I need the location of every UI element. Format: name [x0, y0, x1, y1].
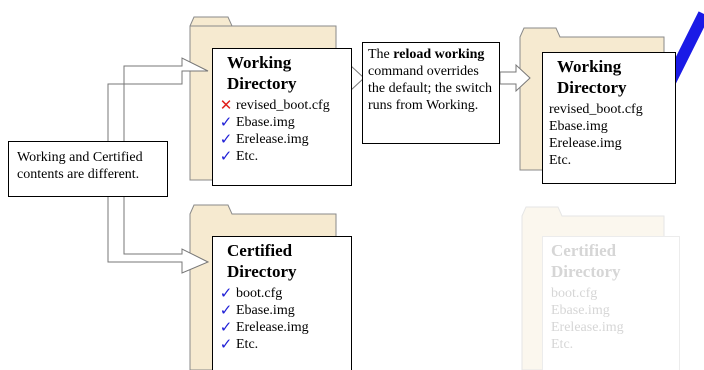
working-title-line1: Working [227, 53, 292, 72]
faded-title-line1: Certified [551, 241, 617, 260]
faded-title-line2: Directory [551, 262, 621, 281]
result-working-box: Working Directory revised_boot.cfg Ebase… [542, 52, 676, 184]
left-note-line2: contents are different. [17, 167, 140, 182]
check-icon: ✓ [219, 130, 233, 148]
check-icon: ✓ [219, 318, 233, 336]
certified-item: ✓ Etc. [219, 336, 345, 353]
check-icon: ✓ [219, 147, 233, 165]
certified-directory-box: Certified Directory ✓ boot.cfg ✓ Ebase.i… [212, 236, 352, 370]
working-item: ✓ Erelease.img [219, 131, 345, 148]
check-icon: ✓ [219, 301, 233, 319]
certified-item: ✓ boot.cfg [219, 285, 345, 302]
result-item: Erelease.img [549, 136, 622, 151]
reload-note-prefix: The [368, 47, 394, 62]
result-title-line1: Working [557, 57, 622, 76]
result-item: revised_boot.cfg [549, 102, 643, 117]
faded-item: Erelease.img [551, 320, 624, 335]
cross-icon: ✕ [219, 96, 233, 114]
faded-item: Ebase.img [551, 303, 610, 318]
branch-arrow-down [107, 195, 210, 274]
certified-item-label: Ebase.img [236, 303, 295, 318]
working-item: ✕ revised_boot.cfg [219, 97, 345, 114]
check-icon: ✓ [219, 284, 233, 302]
left-note-line1: Working and Certified [17, 150, 143, 165]
working-item-label: revised_boot.cfg [236, 98, 330, 113]
working-item: ✓ Ebase.img [219, 114, 345, 131]
certified-item: ✓ Erelease.img [219, 319, 345, 336]
working-item-label: Ebase.img [236, 115, 295, 130]
result-title-line2: Directory [557, 78, 627, 97]
result-item: Etc. [549, 153, 572, 168]
faded-certified-box: Certified Directory boot.cfg Ebase.img E… [542, 236, 680, 370]
check-icon: ✓ [219, 113, 233, 131]
faded-item: boot.cfg [551, 286, 598, 301]
working-title-line2: Directory [227, 74, 297, 93]
reload-note-command: reload working [393, 47, 485, 62]
reload-note: The reload working command overrides the… [362, 42, 500, 144]
working-item-label: Etc. [236, 149, 259, 164]
reload-note-rest: command overrides the default; the switc… [368, 64, 493, 113]
check-icon: ✓ [219, 335, 233, 353]
working-item-label: Erelease.img [236, 132, 309, 147]
working-directory-box: Working Directory ✕ revised_boot.cfg ✓ E… [212, 48, 352, 186]
arrow-to-result [499, 63, 531, 93]
certified-item-label: Etc. [236, 337, 259, 352]
branch-arrow-up [107, 57, 209, 143]
working-item: ✓ Etc. [219, 148, 345, 165]
certified-item-label: boot.cfg [236, 286, 283, 301]
result-item: Ebase.img [549, 119, 608, 134]
certified-title-line1: Certified [227, 241, 293, 260]
left-note: Working and Certified contents are diffe… [8, 141, 168, 197]
certified-item-label: Erelease.img [236, 320, 309, 335]
faded-item: Etc. [551, 337, 574, 352]
certified-title-line2: Directory [227, 262, 297, 281]
certified-item: ✓ Ebase.img [219, 302, 345, 319]
